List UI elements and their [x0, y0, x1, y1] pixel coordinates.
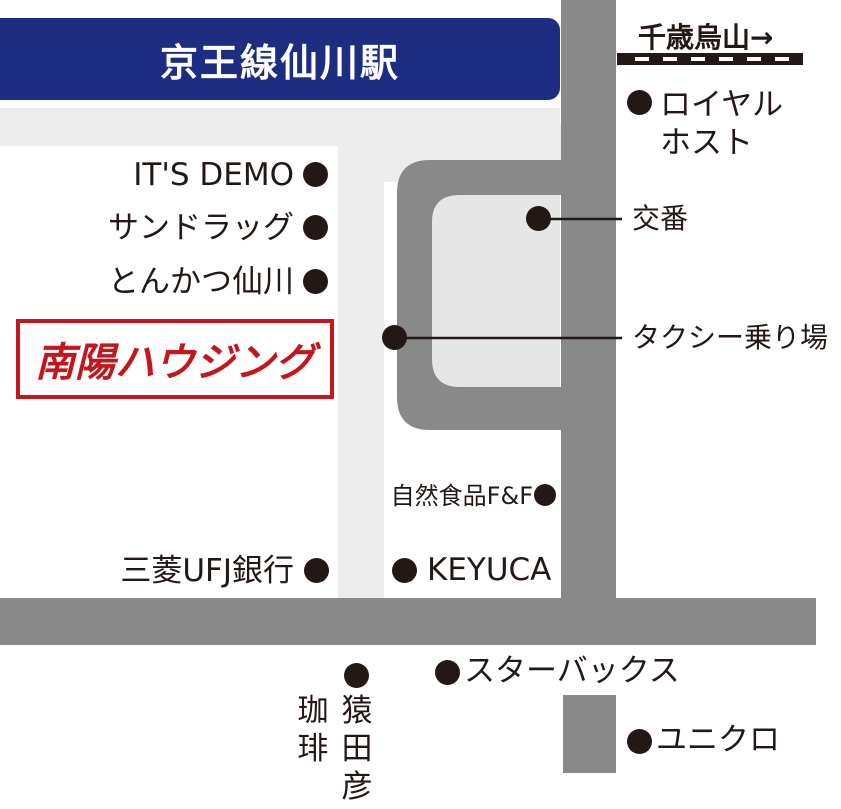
sundrug-marker [303, 215, 328, 240]
west-sidewalk [338, 146, 384, 598]
mufg-marker [304, 558, 329, 583]
station-banner: 京王線仙川駅 [0, 18, 560, 100]
side-street [563, 695, 616, 773]
rotary-road [397, 160, 561, 430]
taxi-marker [382, 325, 407, 350]
tonkatsu-label: とんかつ仙川 [108, 264, 294, 300]
koban-label: 交番 [632, 202, 689, 235]
mufg-label: 三菱UFJ銀行 [120, 553, 294, 589]
sundrug-label: サンドラッグ [108, 210, 294, 246]
shizen-label: 自然食品F&F [390, 482, 533, 510]
its-demo-marker [303, 162, 328, 187]
starbucks-label: スターバックス [464, 653, 680, 689]
direction-label: 千歳烏山→ [638, 21, 774, 54]
starbucks-marker [435, 660, 460, 685]
keyuca-marker [392, 558, 417, 583]
nanyo-housing-logo: 南陽ハウジング [16, 319, 334, 399]
koban-marker [526, 206, 551, 231]
coffee-label: 珈琲 [297, 693, 329, 767]
its-demo-label: IT'S DEMO [133, 157, 294, 193]
railway-track [617, 53, 803, 65]
taxi-label: タクシー乗り場 [632, 321, 829, 354]
sarutahiko-label: 猿田彦 [341, 693, 373, 805]
keyuca-label: KEYUCA [427, 552, 552, 588]
royal-host-marker [627, 90, 652, 115]
tonkatsu-marker [303, 269, 328, 294]
uniqlo-label: ユニクロ [656, 722, 780, 758]
main-road-horizontal [0, 598, 816, 645]
shizen-marker [534, 484, 556, 506]
royal-host-label: ロイヤル ホスト [660, 87, 784, 161]
main-road-vertical [561, 0, 616, 600]
uniqlo-marker [627, 729, 652, 754]
sarutahiko-marker [344, 663, 369, 688]
